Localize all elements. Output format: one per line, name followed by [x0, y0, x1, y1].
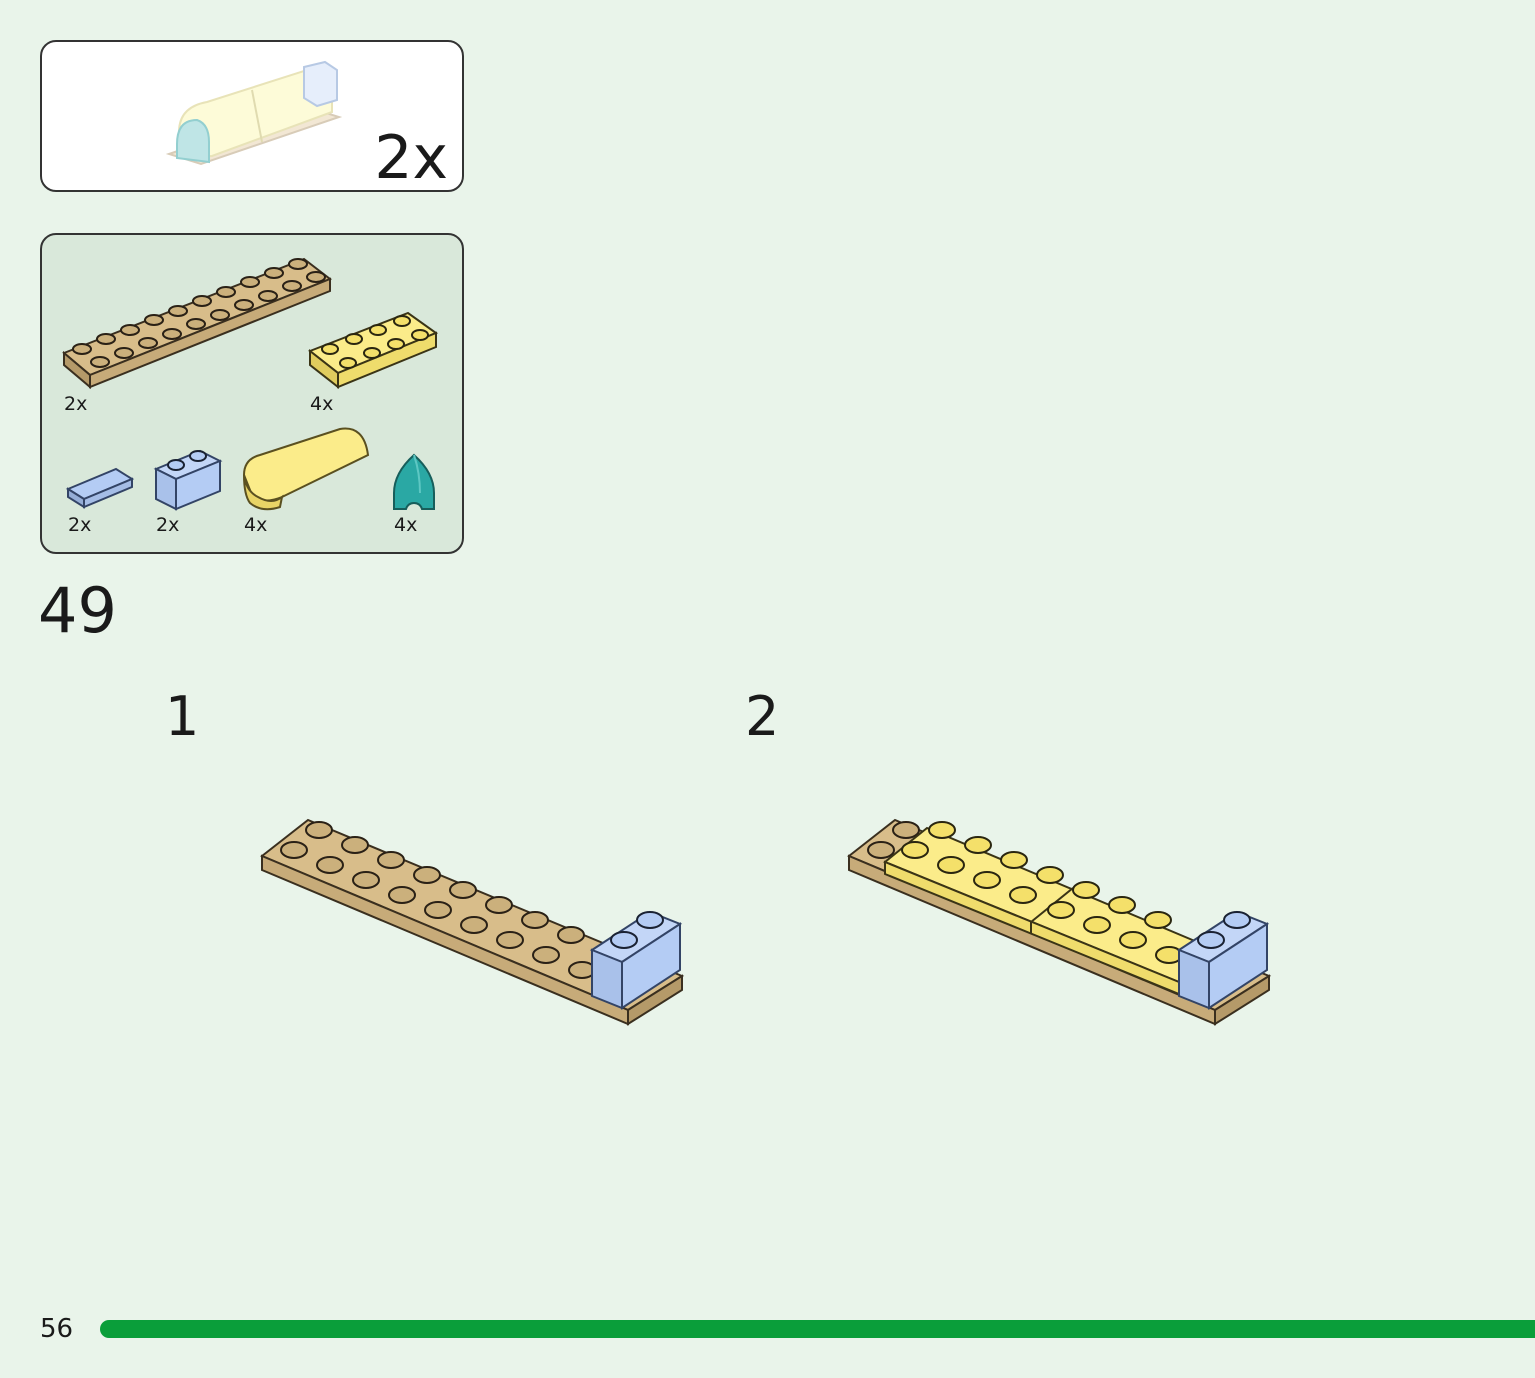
tan-plate-icon: [62, 257, 333, 390]
yellow-curved-slope-icon: [242, 427, 370, 511]
substep-1-illustration: [260, 818, 685, 1026]
substep-2-number: 2: [745, 685, 780, 748]
substep-2-illustration: [847, 818, 1272, 1026]
blue-brick-icon: [153, 449, 223, 511]
teal-cone-icon: [393, 453, 435, 510]
page-number: 56: [40, 1314, 74, 1344]
part-count-blue-brick: 2x: [156, 514, 180, 536]
blue-tile-icon: [65, 467, 135, 509]
subassembly-illustration: [165, 60, 343, 166]
part-count-teal-cone: 4x: [394, 514, 418, 536]
part-count-yellow-slope: 4x: [244, 514, 268, 536]
part-count-yellow-plate: 4x: [310, 393, 334, 415]
part-count-blue-tile: 2x: [68, 514, 92, 536]
step-number: 49: [38, 574, 117, 647]
subassembly-multiplier: 2x: [374, 123, 448, 193]
subassembly-callout: 2x: [40, 40, 464, 192]
parts-list: 2x 4x 2x 2x 4x 4x: [40, 233, 464, 554]
substep-1-number: 1: [165, 685, 200, 748]
progress-bar: [100, 1320, 1535, 1338]
yellow-plate-icon: [308, 311, 439, 390]
part-count-tan-plate: 2x: [64, 393, 88, 415]
